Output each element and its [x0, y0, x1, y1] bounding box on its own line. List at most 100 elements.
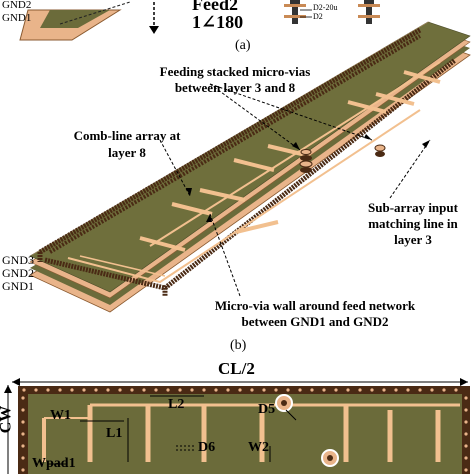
via-dot [464, 444, 468, 448]
via-dot [34, 388, 38, 392]
cl-half-label: CL/2 [218, 359, 255, 378]
comb-stubs [139, 70, 441, 252]
feed-label: Feed2 [192, 0, 238, 14]
via-dot [382, 388, 386, 392]
panel-b-label-gnd1: GND1 [2, 279, 34, 293]
dim-label-w2: W2 [248, 440, 269, 455]
via-dot [21, 408, 25, 412]
dim-label-wpad1: Wpad1 [32, 456, 76, 471]
via-dot [274, 388, 278, 392]
caption-b: (b) [230, 338, 247, 353]
via-dot [464, 432, 468, 436]
feed-value: 1∠180 [192, 12, 244, 32]
via-dot [130, 388, 134, 392]
panel-b-leaders [159, 83, 431, 297]
dim-label-l1: L1 [106, 426, 123, 441]
via-dot [346, 388, 350, 392]
panel-b-label-gnd3: GND3 [2, 253, 34, 267]
via-dot [262, 388, 266, 392]
annotation-subarray-line1: Sub-array input [368, 200, 458, 215]
via-dot [250, 388, 254, 392]
via-dot [21, 444, 25, 448]
via-dot [454, 388, 458, 392]
via-dot [70, 388, 74, 392]
via-dot [21, 456, 25, 460]
annotation-subarray-line2: matching line in [368, 216, 458, 231]
panel-a-via-stack-2 [358, 0, 380, 24]
via-dot [286, 388, 290, 392]
annotation-wall-line1: Micro-via wall around feed network [214, 298, 416, 313]
cl-arrow-left [12, 378, 20, 386]
cw-label: CW [0, 405, 15, 434]
via-label-d2: D2 [313, 12, 323, 21]
via-dot [464, 420, 468, 424]
caption-a: (a) [235, 38, 251, 53]
dim-label-d6: D6 [198, 440, 216, 455]
via-dot [226, 388, 230, 392]
annotation-feeding-line2: between layer 3 and 8 [174, 80, 296, 95]
annotation-wall-line2: between GND1 and GND2 [241, 314, 389, 329]
via-dot [94, 388, 98, 392]
via-dot [21, 396, 25, 400]
via-dot [166, 388, 170, 392]
via-dot [21, 468, 25, 472]
via-label-d2-20u: D2-20u [313, 3, 338, 12]
panel-a-via-stack-1 [284, 0, 306, 24]
via-dot [190, 388, 194, 392]
annotation-subarray-line3: layer 3 [394, 232, 432, 247]
panel-a-dashed-line [59, 1, 131, 25]
panel-b-label-gnd2: GND2 [2, 266, 34, 280]
feed-line-2 [79, 255, 166, 277]
via-dot [310, 388, 314, 392]
panel-b-graphic [29, 20, 471, 313]
cw-arrow-top [4, 385, 12, 393]
via-dot [322, 388, 326, 392]
dim-label-w1: W1 [50, 408, 71, 423]
panel-a-arrow-head [149, 26, 159, 34]
via-dot [178, 388, 182, 392]
via-dot [464, 456, 468, 460]
via-dot [238, 388, 242, 392]
dim-label-d5: D5 [258, 402, 276, 417]
via-dot [154, 388, 158, 392]
via-dot [118, 388, 122, 392]
via-dot [106, 388, 110, 392]
panel-a-graphic [19, 0, 380, 41]
via-dot [406, 388, 410, 392]
via-dot [46, 388, 50, 392]
via-dot [358, 388, 362, 392]
panel-c-via-pad-d5 [275, 394, 293, 412]
panel-c-graphic [4, 378, 470, 474]
via-dot [21, 432, 25, 436]
via-dot [430, 388, 434, 392]
feed-line [67, 109, 421, 284]
panel-c-via-dots [21, 388, 468, 472]
via-dot [21, 420, 25, 424]
via-dot [464, 396, 468, 400]
via-dot [214, 388, 218, 392]
via-dot [464, 468, 468, 472]
panel-c-dim-markers [48, 395, 297, 465]
via-dot [370, 388, 374, 392]
cl-arrow-right [460, 378, 468, 386]
via-dot [394, 388, 398, 392]
via-dot [22, 388, 26, 392]
via-dot [442, 388, 446, 392]
via-dot [334, 388, 338, 392]
panel-b-arrowheads [186, 134, 430, 222]
stacked-micro-vias [299, 144, 386, 173]
via-dot [202, 388, 206, 392]
via-dot [142, 388, 146, 392]
panel-c-via-pad-lower [321, 449, 339, 467]
panel-a-label-gnd2: GND2 [2, 0, 32, 11]
via-dot [418, 388, 422, 392]
micro-via-wall-inner [48, 34, 422, 254]
annotation-feeding-line1: Feeding stacked micro-vias [159, 64, 311, 79]
micro-via-wall [37, 27, 457, 296]
annotation-comb-line1: Comb-line array at [73, 128, 181, 143]
panel-c-fingers [87, 405, 441, 462]
via-dot [58, 388, 62, 392]
via-dot [298, 388, 302, 392]
